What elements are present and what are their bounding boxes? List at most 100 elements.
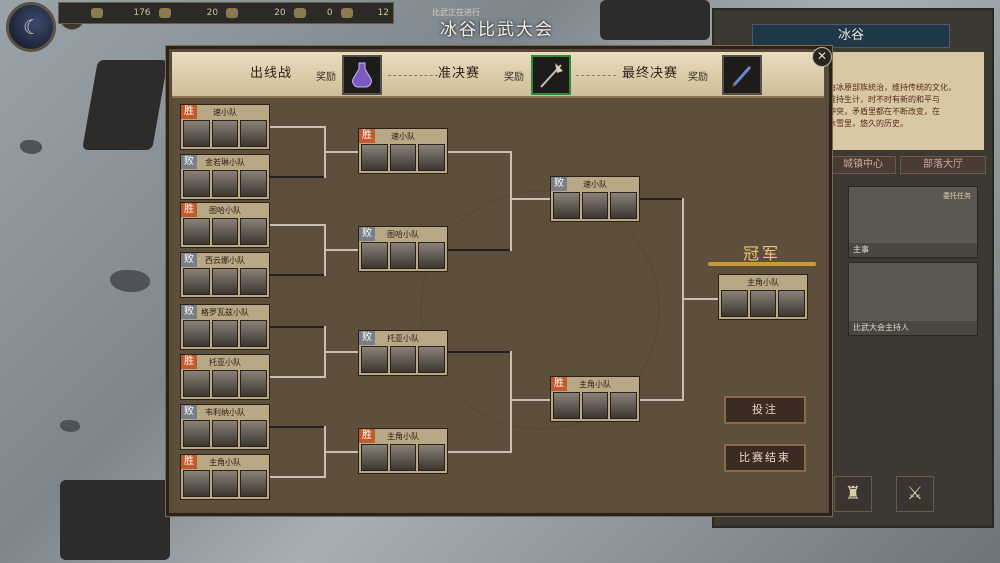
bracket-line (448, 151, 512, 153)
bracket-line (510, 151, 512, 251)
resource-bar: 176 20 20 0 12 (58, 2, 394, 24)
stone-icon (340, 8, 353, 18)
portrait (240, 320, 268, 347)
scroll-icon (91, 8, 103, 18)
resource-food: 20 (222, 8, 290, 18)
portrait (240, 120, 268, 147)
team-card[interactable]: 败图哈小队 (358, 226, 448, 272)
team-card[interactable]: 胜速小队 (180, 104, 270, 150)
tab-tribe-hall[interactable]: 部落大厅 (900, 156, 986, 174)
team-card[interactable]: 胜图哈小队 (180, 202, 270, 248)
bracket-line (270, 224, 326, 226)
helmet-icon[interactable]: ♜ (834, 476, 872, 512)
result-badge: 胜 (181, 355, 197, 369)
close-icon[interactable]: ✕ (812, 47, 832, 67)
team-card[interactable]: 胜主角小队 (180, 454, 270, 500)
potion-icon[interactable] (342, 55, 382, 95)
result-badge: 败 (551, 177, 567, 191)
portrait (240, 268, 268, 295)
team-card[interactable]: 败韦利纳小队 (180, 404, 270, 450)
bracket-line (324, 151, 358, 153)
bracket-line (270, 426, 326, 428)
team-card[interactable]: 胜主角小队 (550, 376, 640, 422)
portrait (211, 120, 239, 147)
result-badge: 胜 (181, 203, 197, 217)
team-card[interactable]: 败托亚小队 (358, 330, 448, 376)
bracket-line (270, 176, 326, 178)
result-badge: 胜 (551, 377, 567, 391)
portrait (183, 320, 210, 347)
axe-icon[interactable] (531, 55, 571, 95)
team-card[interactable]: 胜托亚小队 (180, 354, 270, 400)
bracket-line (324, 451, 358, 453)
stage-final: 最终决赛 (622, 66, 679, 81)
portrait (183, 370, 210, 397)
bracket-line (270, 376, 326, 378)
bracket-line (448, 351, 512, 353)
bracket-line (640, 198, 684, 200)
portrait (389, 444, 417, 471)
npc-portrait (849, 263, 977, 321)
resource-crystal: 0 (290, 8, 337, 18)
resource-coin: 20 (155, 8, 223, 18)
portrait (361, 444, 388, 471)
map-rock (110, 270, 150, 292)
portrait (389, 242, 417, 269)
bracket-line (510, 198, 550, 200)
coin-icon (158, 8, 171, 18)
bracket-line (324, 249, 358, 251)
team-card[interactable]: 胜速小队 (358, 128, 448, 174)
team-card[interactable]: 败金若琳小队 (180, 154, 270, 200)
end-match-button[interactable]: 比赛结束 (724, 444, 806, 472)
portrait (183, 470, 210, 497)
event-subtitle: 比武正在进行 (432, 8, 480, 17)
portrait (610, 192, 638, 219)
portrait (240, 470, 268, 497)
portrait (240, 420, 268, 447)
quest-tag: 委托任务 (943, 192, 971, 200)
portrait (418, 144, 446, 171)
bet-button[interactable]: 投注 (724, 396, 806, 424)
crystal-icon (293, 8, 306, 18)
portrait (240, 370, 268, 397)
team-card[interactable]: 败速小队 (550, 176, 640, 222)
portrait (389, 346, 417, 373)
portrait (553, 192, 580, 219)
npc-card-host[interactable]: 比武大会主持人 (848, 262, 978, 336)
team-card[interactable]: 败格罗瓦兹小队 (180, 304, 270, 350)
portrait (581, 192, 609, 219)
portrait (361, 242, 388, 269)
crossed-swords-icon[interactable]: ⚔ (896, 476, 934, 512)
portrait (553, 392, 580, 419)
result-badge: 胜 (359, 129, 375, 143)
reward-label: 奖励 (316, 72, 336, 83)
portrait (183, 268, 210, 295)
bracket-line (448, 249, 512, 251)
champion-team-card[interactable]: 主角小队 (718, 274, 808, 320)
portrait (211, 218, 239, 245)
result-badge: 败 (359, 331, 375, 345)
portrait (211, 470, 239, 497)
map-rock (60, 420, 80, 432)
team-card[interactable]: 败西云娜小队 (180, 252, 270, 298)
dagger-icon[interactable] (722, 55, 762, 95)
stage-header (172, 52, 824, 98)
bracket-line (270, 326, 326, 328)
portrait (183, 218, 210, 245)
portrait (418, 242, 446, 269)
tab-town-center[interactable]: 城镇中心 (830, 156, 896, 174)
moon-avatar-icon[interactable]: ☾ (6, 2, 56, 52)
stage-qualifier: 出线战 (250, 66, 293, 81)
portrait (211, 370, 239, 397)
food-icon (226, 8, 239, 18)
bracket-line (324, 351, 358, 353)
npc-portrait (849, 187, 977, 243)
map-hut (600, 0, 710, 40)
reward-label: 奖励 (504, 72, 524, 83)
portrait (211, 170, 239, 197)
team-card[interactable]: 胜主角小队 (358, 428, 448, 474)
reward-label: 奖励 (688, 72, 708, 83)
result-badge: 败 (181, 155, 197, 169)
npc-card-steward[interactable]: 委托任务 主事 (848, 186, 978, 258)
champion-banner: 冠军 (708, 230, 816, 270)
